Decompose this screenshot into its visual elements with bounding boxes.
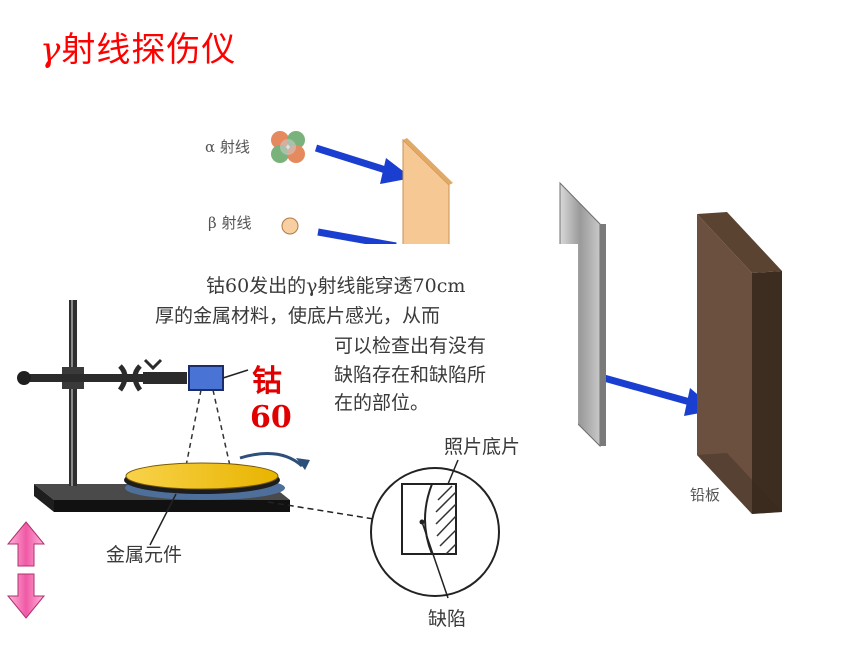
info-panel [0, 244, 578, 645]
metal-part-disc [124, 452, 310, 500]
alpha-ray-label: α 射线 [205, 138, 250, 156]
film-label: 照片底片 [444, 436, 521, 458]
magnified-inset [370, 459, 500, 599]
beta-particle-icon [281, 217, 299, 235]
description-line-5: 在的部位。 [334, 392, 430, 414]
paper-sheet [402, 138, 453, 256]
title-greek: γ [40, 30, 62, 70]
lead-plate-label: 铅板 [690, 486, 721, 504]
beta-ray-label: β 射线 [208, 214, 252, 232]
description-line-1: 钴60发出的γ射线能穿透70cm [206, 275, 466, 297]
title-text: 射线探伤仪 [61, 30, 237, 70]
defect-label: 缺陷 [428, 608, 467, 630]
magnify-leader [267, 501, 381, 521]
metal-part-leader [149, 493, 177, 546]
beta-ray-arrow [317, 228, 397, 250]
description-line-3: 可以检查出有没有 [334, 335, 487, 357]
double-arrow-icon [6, 521, 46, 619]
alpha-particle-icon [271, 131, 305, 163]
alpha-ray-arrow [314, 144, 412, 184]
cobalt-label-char: 钴 [252, 364, 282, 399]
description-line-4: 缺陷存在和缺陷所 [334, 364, 487, 386]
lead-plate [697, 212, 782, 514]
page-title: γ射线探伤仪 [40, 22, 236, 71]
cobalt-label-number: 60 [250, 400, 292, 435]
cobalt-source-box [188, 365, 224, 391]
description-line-2: 厚的金属材料，使底片感光，从而 [155, 305, 441, 327]
metal-part-label: 金属元件 [106, 544, 183, 566]
